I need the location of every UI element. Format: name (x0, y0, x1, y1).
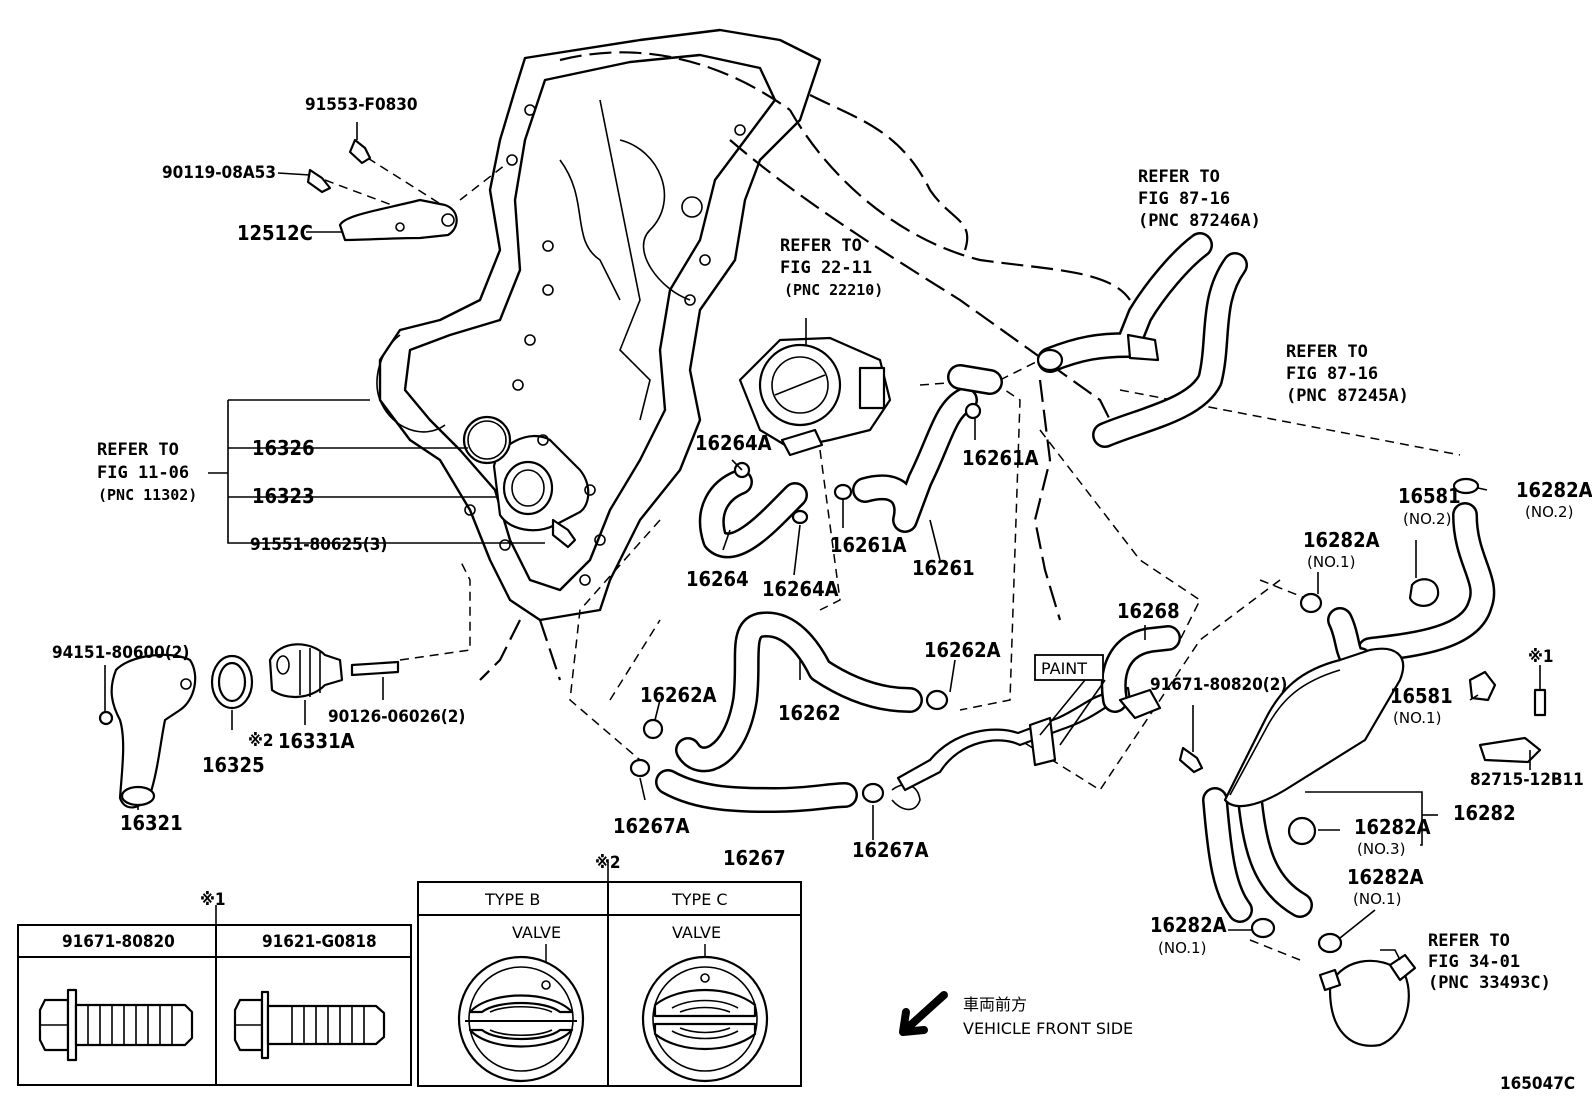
label-16268: 16268 (1117, 599, 1180, 623)
mark-2-16331a: ※2 (248, 731, 274, 751)
label-16325: 16325 (202, 753, 265, 777)
engine-timing-cover (376, 28, 1131, 681)
bolt-table-col2: 91621-G0818 (262, 932, 377, 952)
ref-fig87b-line1: REFER TO (1286, 342, 1368, 362)
vehicle-front-en: VEHICLE FRONT SIDE (963, 1019, 1133, 1038)
ref-fig34-line1: REFER TO (1428, 931, 1510, 951)
ref-fig87a-line1: REFER TO (1138, 167, 1220, 187)
paint-box (1034, 654, 1104, 681)
ref-fig87a-line2: FIG 87-16 (1138, 189, 1230, 209)
ref-fig87b-line2: FIG 87-16 (1286, 364, 1378, 384)
bolt-table-col1: 91671-80820 (62, 932, 175, 952)
label-16282a-no3: 16282A (1354, 815, 1431, 839)
ref-fig34-line3: (PNC 33493C) (1428, 973, 1551, 993)
label-91553-f0830: 91553-F0830 (305, 95, 418, 115)
front-arrow-icon (899, 991, 948, 1036)
ref-fig87b-line3: (PNC 87245A) (1286, 386, 1409, 406)
bolt-table: ※1 91671-80820 91621-G0818 (17, 890, 412, 1086)
sub-16282a-no1-top: (NO.1) (1307, 553, 1355, 571)
label-90119-08a53: 90119-08A53 (162, 163, 276, 183)
label-16264a-top: 16264A (695, 431, 772, 455)
label-91671-80820-2: 91671-80820(2) (1150, 675, 1287, 695)
part-labels: 91553-F0830 90119-08A53 12512C REFER TO … (52, 95, 1592, 1094)
type-c-header: TYPE C (671, 890, 728, 909)
label-16267: 16267 (723, 846, 786, 870)
label-16581-no1: 16581 (1390, 684, 1453, 708)
ref-fig22-line3: (PNC 22210) (784, 281, 883, 299)
bolt-flanged-icon (38, 988, 194, 1062)
sub-16282a-no1-left: (NO.1) (1158, 939, 1206, 957)
label-16261a-top: 16261A (962, 446, 1039, 470)
label-16261a-mid: 16261A (830, 533, 907, 557)
sub-16282a-no1-right: (NO.1) (1353, 890, 1401, 908)
label-16282: 16282 (1453, 801, 1516, 825)
vehicle-front-jp: 車両前方 (963, 995, 1027, 1014)
label-94151-80600: 94151-80600(2) (52, 643, 189, 663)
sub-16581-no2: (NO.2) (1403, 510, 1451, 528)
label-16282a-no1-right: 16282A (1347, 865, 1424, 889)
ref-fig87a-line3: (PNC 87246A) (1138, 211, 1261, 231)
ref-fig11-line3: (PNC 11302) (98, 486, 197, 504)
label-16264a-bottom: 16264A (762, 577, 839, 601)
label-16267a-left: 16267A (613, 814, 690, 838)
label-16267a-right: 16267A (852, 838, 929, 862)
ref-fig11-line1: REFER TO (97, 440, 179, 460)
label-16581-no2: 16581 (1398, 484, 1461, 508)
ref-fig22-line2: FIG 22-11 (780, 258, 872, 278)
label-16262a-right: 16262A (924, 638, 1001, 662)
label-16321: 16321 (120, 811, 183, 835)
valve-label-c: VALVE (672, 923, 721, 942)
mark-1-table: ※1 (200, 890, 226, 910)
label-paint: PAINT (1041, 659, 1087, 678)
figure-id: 165047C (1500, 1074, 1575, 1094)
label-82715-12b11: 82715-12B11 (1470, 770, 1584, 790)
valve-label-b: VALVE (512, 923, 561, 942)
sub-16282a-no3: (NO.3) (1357, 840, 1405, 858)
sub-16581-no1: (NO.1) (1393, 709, 1441, 727)
sub-16282a-no2: (NO.2) (1525, 503, 1573, 521)
mark-2-table: ※2 (595, 853, 621, 873)
ref-fig34-line2: FIG 34-01 (1428, 952, 1520, 972)
label-16282a-no1-top: 16282A (1303, 528, 1380, 552)
label-16326: 16326 (252, 436, 315, 460)
label-16323: 16323 (252, 484, 315, 508)
bolt-washer-icon (233, 990, 386, 1060)
thermostat-type-b-icon (457, 955, 585, 1083)
label-16262: 16262 (778, 701, 841, 725)
label-16282a-no2: 16282A (1516, 478, 1592, 502)
label-16331a: 16331A (278, 729, 355, 753)
label-12512c: 12512C (237, 221, 313, 245)
mark-1-right: ※1 (1528, 647, 1554, 667)
label-91551-80625: 91551-80625(3) (250, 535, 387, 555)
label-90126-06026: 90126-06026(2) (328, 707, 465, 727)
label-16264: 16264 (686, 567, 749, 591)
label-16261: 16261 (912, 556, 975, 580)
hoses (98, 138, 1547, 1047)
label-16282a-no1-left: 16282A (1150, 913, 1227, 937)
type-b-header: TYPE B (484, 890, 540, 909)
thermostat-type-table: ※2 TYPE B TYPE C VALVE VALVE (417, 853, 802, 1087)
thermostat-type-c-icon (641, 955, 769, 1083)
ref-fig11-line2: FIG 11-06 (97, 463, 189, 483)
label-16262a-left: 16262A (640, 683, 717, 707)
ref-fig22-line1: REFER TO (780, 236, 862, 256)
